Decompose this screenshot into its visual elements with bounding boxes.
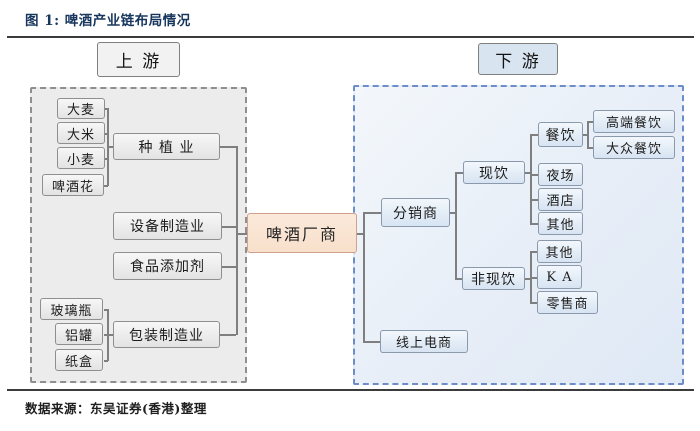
connector-line xyxy=(222,226,236,228)
connector-line xyxy=(363,341,380,343)
connector-line xyxy=(104,133,108,135)
box-hotel: 酒店 xyxy=(538,188,583,211)
connector-line xyxy=(104,108,108,110)
box-wheat: 小麦 xyxy=(57,147,105,169)
box-distributor: 分销商 xyxy=(381,198,450,227)
box-packaging-manufacturing: 包装制造业 xyxy=(113,321,220,348)
connector-line xyxy=(450,212,456,214)
bottom-rule xyxy=(7,389,694,391)
connector-line xyxy=(583,134,588,136)
connector-line xyxy=(104,185,108,187)
connector-line xyxy=(530,174,538,176)
box-aluminum-can: 铝罐 xyxy=(55,323,103,345)
connector-line xyxy=(530,302,537,304)
connector-line xyxy=(104,334,108,336)
box-rice: 大米 xyxy=(57,122,105,144)
figure-title: 图 1: 啤酒产业链布局情况 xyxy=(25,13,191,29)
connector-line xyxy=(236,233,247,235)
connector-line xyxy=(104,360,108,362)
connector-line xyxy=(587,121,589,148)
box-catering: 餐饮 xyxy=(538,122,583,147)
connector-line xyxy=(220,146,236,148)
connector-line xyxy=(530,223,538,225)
box-beer-manufacturer: 啤酒厂商 xyxy=(247,213,357,253)
connector-line xyxy=(530,277,537,279)
box-online-ecommerce: 线上电商 xyxy=(380,330,468,353)
box-glass-bottle: 玻璃瓶 xyxy=(40,298,103,320)
connector-line xyxy=(107,146,113,148)
connector-line xyxy=(530,251,537,253)
box-hops: 啤酒花 xyxy=(42,174,104,196)
connector-line xyxy=(587,121,593,123)
connector-line xyxy=(530,134,538,136)
connector-line xyxy=(363,212,381,214)
connector-line xyxy=(455,278,462,280)
top-rule xyxy=(7,36,694,38)
connector-line xyxy=(104,158,108,160)
connector-line xyxy=(220,334,236,336)
connector-line xyxy=(525,172,531,174)
box-ka: K A xyxy=(537,265,582,289)
upstream-label: 上 游 xyxy=(97,42,180,77)
connector-line xyxy=(236,146,238,335)
downstream-label: 下 游 xyxy=(478,43,558,75)
connector-line xyxy=(455,172,457,279)
box-off-premise: 非现饮 xyxy=(462,267,525,290)
connector-line xyxy=(530,134,532,224)
box-equipment-manufacturing: 设备制造业 xyxy=(113,212,222,240)
connector-line xyxy=(525,278,531,280)
connector-line xyxy=(357,233,364,235)
connector-line xyxy=(107,334,113,336)
box-barley: 大麦 xyxy=(57,98,105,119)
connector-line xyxy=(530,199,538,201)
box-planting-industry: 种 植 业 xyxy=(113,133,220,160)
connector-line xyxy=(222,266,236,268)
connector-line xyxy=(363,212,365,342)
box-paper-box: 纸盒 xyxy=(55,349,103,371)
box-mass-catering: 大众餐饮 xyxy=(593,136,675,159)
box-retailer: 零售商 xyxy=(537,291,598,314)
connector-line xyxy=(455,172,463,174)
box-on-premise: 现饮 xyxy=(463,161,525,184)
box-food-additives: 食品添加剂 xyxy=(113,252,222,280)
box-nightclub: 夜场 xyxy=(538,163,583,186)
connector-line xyxy=(587,147,593,149)
connector-line xyxy=(104,309,108,311)
box-premium-catering: 高端餐饮 xyxy=(593,110,675,133)
data-source: 数据来源：东吴证券(香港)整理 xyxy=(25,401,207,416)
box-other-on-premise: 其他 xyxy=(538,212,583,235)
box-other-off-premise: 其他 xyxy=(537,240,582,263)
